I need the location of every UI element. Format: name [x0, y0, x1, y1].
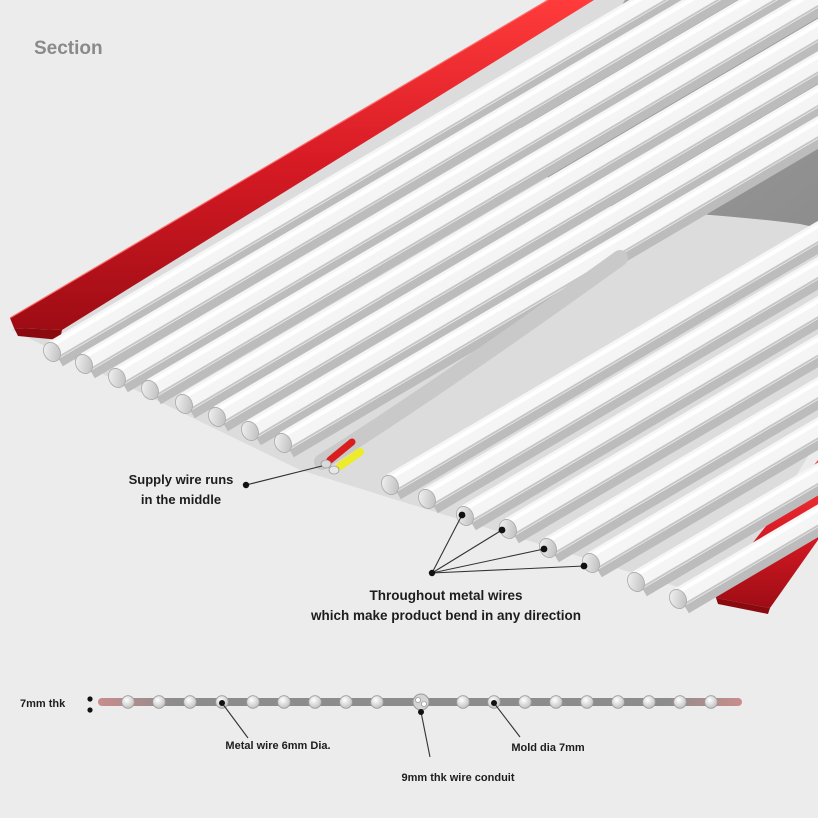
metal-wire-edge [394, 241, 818, 492]
metal-wire-edge [188, 38, 818, 411]
metal-wire [544, 376, 818, 555]
metal-wire-highlight [425, 259, 818, 494]
metal-wire-highlight [589, 420, 818, 558]
metal-wire [632, 462, 818, 589]
metal-wire-end-cap [43, 342, 61, 362]
metal-wire [48, 0, 669, 359]
metal-wire [180, 18, 818, 411]
thickness-label: 7mm thk [20, 698, 66, 710]
metal-wires-label-line-1: Throughout metal wires [369, 588, 523, 603]
metal-wire [80, 0, 722, 371]
metal-wire [246, 84, 818, 438]
metal-wire-highlight [182, 21, 818, 399]
cross-section-leaders [221, 702, 521, 758]
metal-wire-end-cap [418, 489, 436, 509]
metal-wire-end-cap [669, 589, 687, 609]
metal-wire-highlight [148, 0, 806, 385]
metal-wire-edge [682, 524, 818, 606]
wire-conduit-label: 9mm thk wire conduit [401, 772, 515, 784]
cross-section-wire-dot [611, 695, 625, 709]
metal-wire-highlight [82, 0, 695, 359]
metal-wires [43, 0, 818, 614]
metal-wire [146, 0, 818, 397]
metal-wire-edge [552, 396, 818, 555]
metal-wire-edge [640, 482, 818, 589]
callout-dots [242, 481, 588, 577]
metal-wire-highlight [388, 223, 818, 480]
metal-wire-highlight [50, 0, 643, 347]
metal-wire-highlight [676, 507, 818, 594]
metal-wire [113, 0, 778, 385]
metal-wires-label: Throughout metal wires which make produc… [296, 586, 596, 626]
metal-wire-edge [287, 136, 818, 450]
metal-wire-highlight [506, 337, 818, 524]
cross-section-wire-dot [152, 695, 166, 709]
cross-section-wire-dot [277, 695, 291, 709]
metal-wire-diameter-label: Metal wire 6mm Dia. [225, 740, 331, 752]
metal-wire-end-cap [108, 368, 126, 388]
callout-leaders [245, 465, 585, 574]
metal-wire-highlight [546, 379, 818, 543]
metal-wire-edge [88, 0, 721, 371]
metal-wire-highlight [281, 119, 818, 438]
metal-wire-end-cap [141, 380, 159, 400]
cross-section-wire-dot [121, 695, 135, 709]
metal-wire-edge [254, 104, 818, 438]
metal-wire-highlight [215, 54, 818, 412]
metal-wire [587, 417, 818, 570]
section-title: Section [34, 38, 103, 59]
metal-wire-edge [121, 0, 777, 385]
metal-wire [461, 295, 818, 523]
metal-wire-edge [221, 71, 818, 424]
cross-section-wire-dot [183, 695, 197, 709]
cross-section-diagram [87, 693, 742, 713]
cross-section-wire-dot [246, 695, 260, 709]
cross-section-wire-dots [121, 695, 718, 709]
cross-section-wire-dot [370, 695, 384, 709]
cross-section-wire-dot [549, 695, 563, 709]
cross-section-wire-dot [456, 695, 470, 709]
metal-wire-edge [56, 0, 668, 359]
supply-wire-conduit [314, 250, 628, 475]
supply-wire-label-line-1: Supply wire runs [128, 472, 234, 487]
metal-wire-end-cap [75, 354, 93, 374]
metal-wire-highlight [115, 0, 752, 373]
cross-section-wire-dot [580, 695, 594, 709]
metal-wires-label-line-2: which make product bend in any direction [310, 608, 582, 623]
metal-wire [386, 220, 818, 492]
metal-wire-end-cap [208, 407, 226, 427]
cross-section-wire-dot [704, 695, 718, 709]
metal-wire-end-cap [241, 421, 259, 441]
metal-wire-edge [154, 4, 818, 397]
metal-wire-end-cap [274, 433, 292, 453]
metal-wire-edge [469, 316, 818, 523]
metal-wire [279, 115, 818, 450]
cross-section-wire-dot [518, 695, 532, 709]
metal-wire [213, 51, 818, 424]
supply-wire-label-line-2: in the middle [140, 492, 222, 507]
cross-section-wire-dot [642, 695, 656, 709]
left-red-edge-strip [9, 0, 594, 340]
metal-wire-highlight [634, 465, 818, 577]
mold-diameter-label: Mold dia 7mm [511, 742, 585, 754]
cross-section-wire-dot [339, 695, 353, 709]
cross-section-leader-dots [219, 700, 497, 715]
supply-wire-label: Supply wire runs in the middle [118, 470, 244, 510]
metal-wire-edge [431, 276, 818, 506]
metal-wire-edge [595, 437, 818, 570]
cross-section-wire-dot [673, 695, 687, 709]
cross-section-conduit [412, 693, 430, 711]
metal-wire-edge [512, 354, 818, 536]
metal-wire-end-cap [539, 538, 557, 558]
metal-wire-end-cap [381, 475, 399, 495]
metal-wire [423, 256, 818, 506]
metal-wire-highlight [463, 299, 818, 511]
metal-wire-end-cap [175, 394, 193, 414]
metal-wire [674, 504, 818, 606]
metal-wire [504, 334, 818, 536]
metal-wire-end-cap [627, 572, 645, 592]
metal-wire-highlight [248, 87, 818, 426]
cross-section-wire-dot [308, 695, 322, 709]
